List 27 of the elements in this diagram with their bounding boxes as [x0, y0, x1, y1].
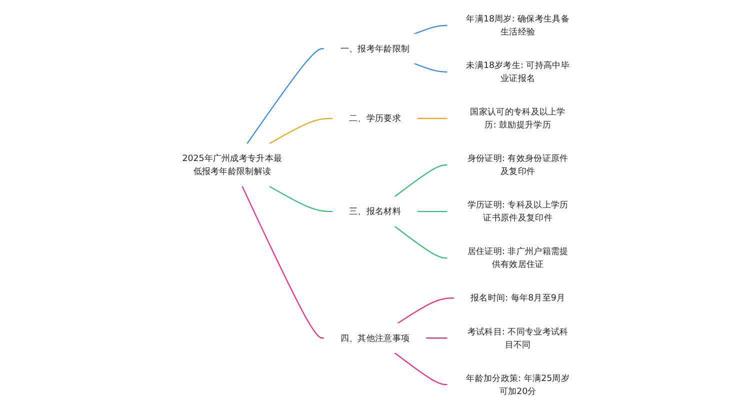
node-text: 学历证明: 专科及以上学历证书原件及复印件 [467, 200, 568, 223]
connector [242, 186, 324, 339]
connector [426, 338, 448, 339]
node-text: 一、报考年龄限制 [340, 43, 410, 54]
node-text: 年满18周岁: 确保考生具备生活经验 [466, 14, 570, 37]
node-text: 2025年广州成考专升本最低报考年龄限制解读 [182, 153, 282, 176]
node-text: 年龄加分政策: 年满25周岁可加20分 [466, 372, 570, 396]
connector [417, 210, 448, 212]
node-text: 国家认可的专科及以上学历: 鼓励提升学历 [470, 106, 566, 130]
connector [414, 24, 448, 35]
connector [394, 226, 448, 259]
node-text: 二、学历要求 [349, 113, 401, 124]
connector [397, 298, 454, 324]
connector [268, 118, 333, 144]
node-text: 居住证明: 非广州户籍需提供有效居住证 [467, 246, 568, 270]
node-text: 身份证明: 有效身份证原件及复印件 [467, 153, 568, 176]
node-text: 未满18岁考生: 可持高中毕业证报名 [466, 60, 570, 84]
node-text: 四、其他注意事项 [340, 332, 410, 343]
connector [414, 62, 448, 72]
connector [394, 352, 448, 386]
node-text: 三、报名材料 [349, 206, 401, 216]
connector [417, 118, 448, 119]
node-text: 考试科目: 不同专业考试科目不同 [467, 326, 568, 350]
connector [246, 48, 324, 144]
connector [394, 164, 448, 198]
node-text: 报名时间: 每年8月至9月 [470, 292, 566, 303]
connector [268, 186, 333, 212]
